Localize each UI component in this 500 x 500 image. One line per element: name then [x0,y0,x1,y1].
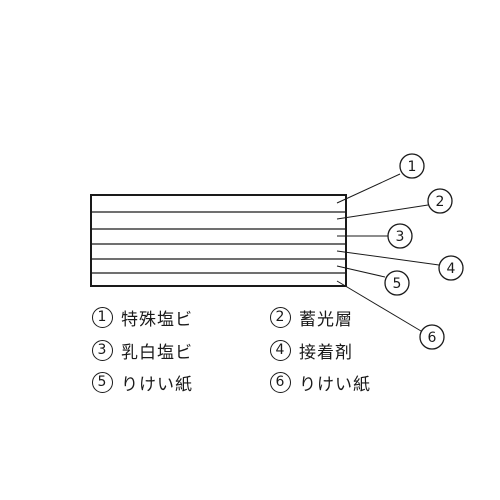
legend-number-3: 3 [92,339,113,361]
legend-number-5: 5 [92,371,113,393]
legend-label-1: 特殊塩ビ [121,309,193,330]
legend-item-4: 4 接着剤 [270,337,353,363]
legend-number-1: 1 [92,306,113,328]
callout-1: 1 [399,153,425,179]
legend-item-5: 5 りけい紙 [92,369,193,395]
callout-3-number: 3 [396,229,405,245]
legend-label-3: 乳白塩ビ [121,342,193,363]
legend-label-2: 蓄光層 [299,309,353,330]
legend-number-6: 6 [270,371,291,393]
callout-5: 5 [384,270,410,296]
callout-4: 4 [438,255,464,281]
legend-number-2: 2 [270,306,291,328]
cross-section-box [90,194,347,287]
leader-line-6 [336,280,422,332]
legend-item-3: 3 乳白塩ビ [92,337,193,363]
legend-item-2: 2 蓄光層 [270,304,353,330]
callout-2-number: 2 [436,194,445,210]
leader-line-4 [336,250,440,266]
callout-1-number: 1 [408,159,417,175]
leader-line-2 [336,204,429,220]
callout-6-number: 6 [428,330,437,346]
leader-line-5 [336,265,386,278]
leader-line-1 [336,173,401,204]
callout-3: 3 [387,223,413,249]
legend-number-4: 4 [270,339,291,361]
legend-label-5: りけい紙 [121,374,193,395]
legend-item-6: 6 りけい紙 [270,369,371,395]
callout-5-number: 5 [393,276,402,292]
callout-2: 2 [427,188,453,214]
legend-item-1: 1 特殊塩ビ [92,304,193,330]
legend-label-4: 接着剤 [299,342,353,363]
callout-6: 6 [419,324,445,350]
legend-label-6: りけい紙 [299,374,371,395]
callout-4-number: 4 [447,261,456,277]
